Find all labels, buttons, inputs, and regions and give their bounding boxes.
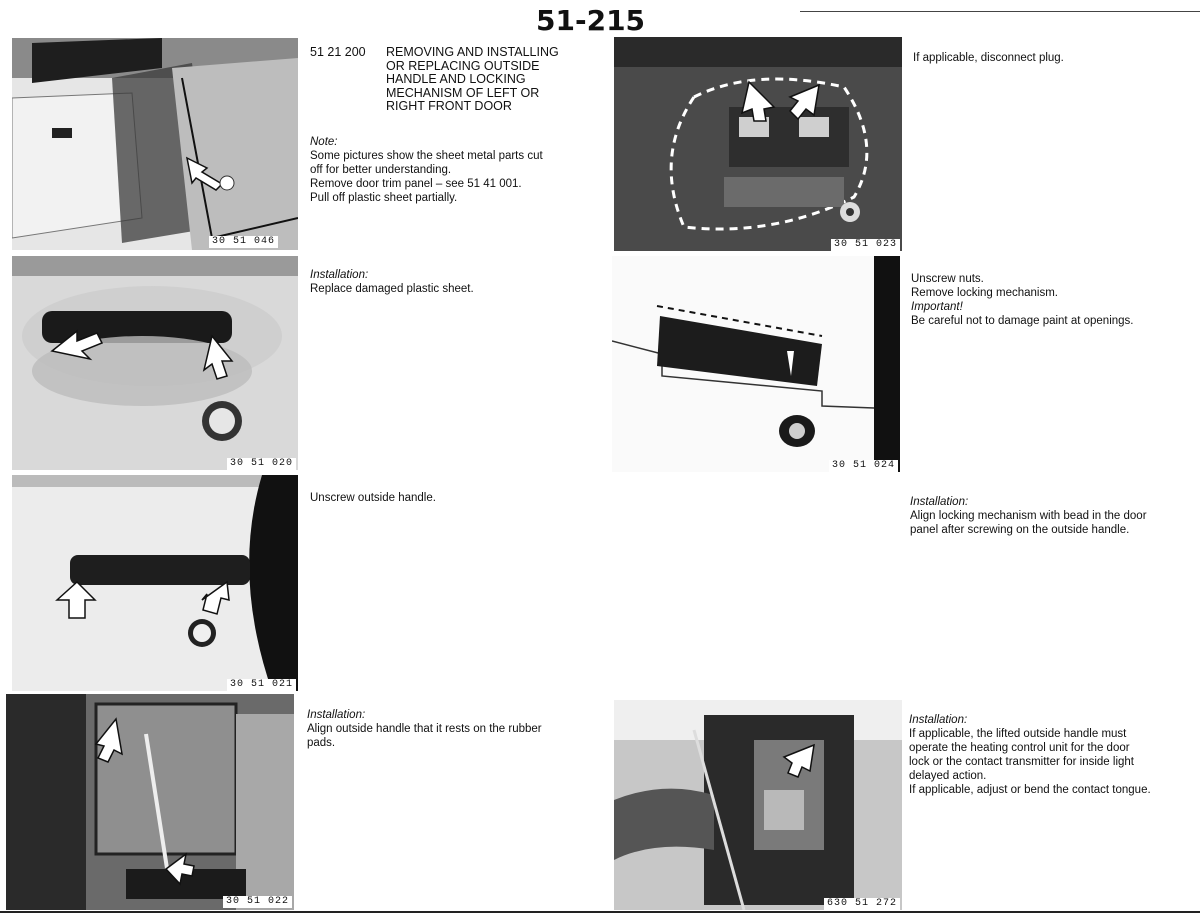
arrow-icon — [50, 329, 104, 361]
photo-label: 630 51 272 — [823, 898, 900, 910]
text-line: panel after screwing on the outside hand… — [910, 524, 1130, 536]
text-line: Replace damaged plastic sheet. — [310, 283, 474, 295]
text-line: pads. — [307, 737, 336, 749]
photo-label: 30 51 024 — [828, 460, 898, 472]
bottom-rule — [0, 911, 1200, 913]
text-line: Unscrew nuts. — [911, 273, 984, 285]
photo-locking-mechanism: 30 51 024 — [612, 256, 900, 472]
photo-handle-arrows-illustration — [12, 256, 298, 470]
text-line: Unscrew outside handle. — [310, 492, 436, 504]
photo-door-mechanism: 30 51 022 — [6, 694, 294, 910]
installation-block: Installation: Align locking mechanism wi… — [910, 495, 1147, 537]
instruction-block: Unscrew outside handle. — [310, 491, 436, 505]
arrow-icon — [201, 580, 230, 615]
photo-plug-illustration — [614, 37, 902, 251]
arrow-icon — [788, 83, 820, 121]
note-label: Note: — [310, 136, 338, 148]
text-line: Some pictures show the sheet metal parts… — [310, 150, 543, 162]
text-line: Be careful not to damage paint at openin… — [911, 315, 1134, 327]
text-line: operate the heating control unit for the… — [909, 742, 1130, 754]
text-line: Remove locking mechanism. — [911, 287, 1059, 299]
arrow-icon — [55, 580, 97, 619]
arrow-icon — [740, 80, 776, 122]
photo-locking-mechanism-illustration — [612, 256, 900, 472]
photo-door-mechanism-illustration — [6, 694, 294, 910]
installation-block: Installation: Replace damaged plastic sh… — [310, 268, 474, 296]
photo-outside-handle-illustration — [12, 475, 298, 691]
procedure-title-line: HANDLE AND LOCKING — [386, 72, 526, 86]
arrow-icon — [94, 717, 123, 763]
arrow-icon — [782, 743, 815, 778]
page-number: 51-215 — [536, 4, 646, 37]
photo-door-interior-illustration — [12, 38, 298, 250]
text-line: delayed action. — [909, 770, 987, 782]
photo-handle-arrows: 30 51 020 — [12, 256, 298, 470]
photo-label: 30 51 046 — [208, 236, 278, 248]
important-label: Important! — [911, 301, 963, 313]
photo-plug: 30 51 023 — [614, 37, 902, 251]
text-line: off for better understanding. — [310, 164, 452, 176]
instruction-block: If applicable, disconnect plug. — [913, 51, 1064, 65]
installation-label: Installation: — [909, 714, 968, 726]
photo-label: 30 51 022 — [222, 896, 292, 908]
text-line: Align outside handle that it rests on th… — [307, 723, 542, 735]
procedure-title: REMOVING AND INSTALLING OR REPLACING OUT… — [386, 45, 559, 114]
installation-label: Installation: — [307, 709, 366, 721]
photo-outside-handle: 30 51 021 — [12, 475, 298, 691]
installation-block: Installation: If applicable, the lifted … — [909, 713, 1151, 797]
top-rule — [800, 11, 1200, 12]
photo-door-interior: 30 51 046 — [12, 38, 298, 250]
procedure-title-line: OR REPLACING OUTSIDE — [386, 58, 540, 73]
procedure-code: 51 21 200 — [310, 45, 366, 59]
note-block: Note: Some pictures show the sheet metal… — [310, 135, 543, 205]
installation-label: Installation: — [910, 496, 969, 508]
photo-label: 30 51 021 — [226, 679, 296, 691]
procedure-title-line: RIGHT FRONT DOOR — [386, 99, 512, 113]
installation-label: Installation: — [310, 269, 369, 281]
text-line: If applicable, adjust or bend the contac… — [909, 784, 1151, 796]
photo-label: 30 51 020 — [226, 458, 296, 470]
text-line: Align locking mechanism with bead in the… — [910, 510, 1147, 522]
arrow-icon — [185, 156, 224, 191]
installation-block: Installation: Align outside handle that … — [307, 708, 542, 750]
arrow-icon — [164, 852, 195, 886]
procedure-title-line: MECHANISM OF LEFT OR — [386, 85, 540, 100]
text-line: Remove door trim panel – see 51 41 001. — [310, 178, 522, 190]
text-line: Pull off plastic sheet partially. — [310, 192, 458, 204]
text-line: If applicable, the lifted outside handle… — [909, 728, 1127, 740]
instruction-block: Unscrew nuts. Remove locking mechanism. … — [911, 272, 1134, 328]
photo-contact-transmitter: 630 51 272 — [614, 700, 902, 910]
photo-label: 30 51 023 — [830, 239, 900, 251]
photo-contact-transmitter-illustration — [614, 700, 902, 910]
text-line: If applicable, disconnect plug. — [913, 52, 1064, 64]
procedure-title-line: REMOVING AND INSTALLING — [386, 45, 559, 59]
arrow-icon — [202, 334, 234, 380]
text-line: lock or the contact transmitter for insi… — [909, 756, 1134, 768]
